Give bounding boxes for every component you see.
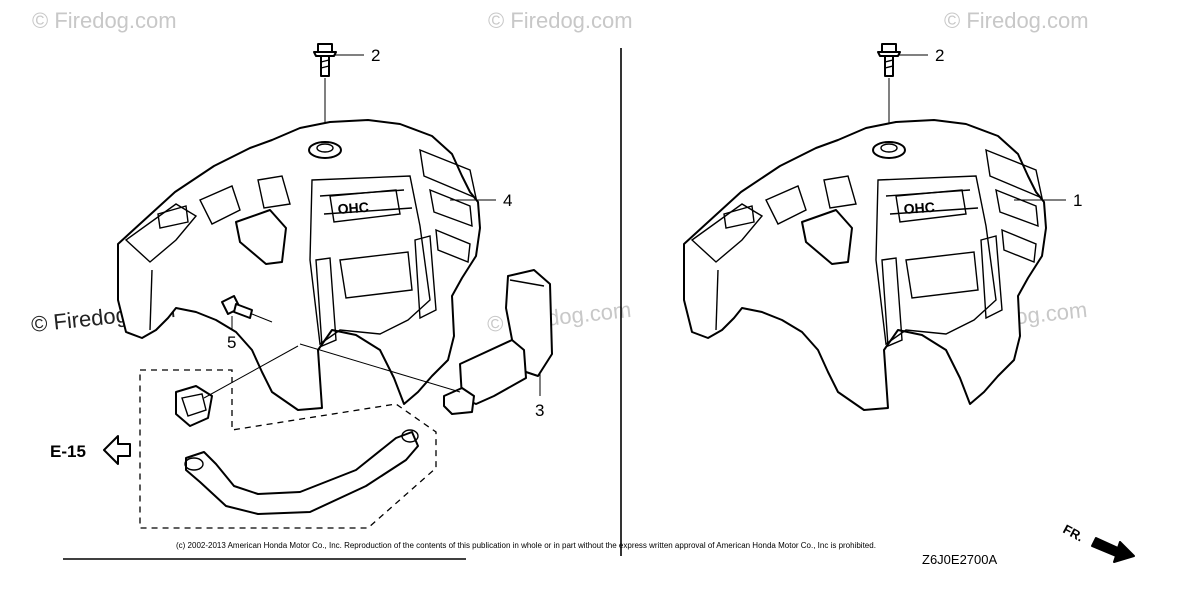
- throttle-cover-part: [443, 269, 553, 415]
- bolt-icon-right: [877, 43, 901, 77]
- small-bolt-icon: [221, 295, 273, 323]
- bolt-icon-left: [313, 43, 337, 77]
- callout-right-bolt: 2: [935, 46, 944, 65]
- callout-right-cover: 1: [1073, 191, 1082, 210]
- svg-text:OHC: OHC: [903, 199, 935, 217]
- callout-left-bolt: 2: [371, 46, 380, 65]
- fuel-hose-assembly: [139, 345, 437, 529]
- recoil-cover-right: [683, 119, 1047, 411]
- copyright-notice: (c) 2002-2013 American Honda Motor Co., …: [176, 541, 876, 550]
- direction-label: FR.: [1061, 521, 1087, 544]
- svg-text:OHC: OHC: [337, 199, 369, 217]
- left-engine-cover-assembly: OHC: [117, 43, 481, 411]
- watermark-top-left: © Firedog.com: [32, 8, 177, 33]
- callout-throttle-cover: 3: [535, 401, 544, 420]
- watermark-top-right: © Firedog.com: [944, 8, 1089, 33]
- watermark-top-center: © Firedog.com: [488, 8, 633, 33]
- diagram-code: Z6J0E2700A: [922, 552, 997, 567]
- callout-small-bolt: 5: [227, 333, 236, 352]
- callout-left-cover: 4: [503, 191, 512, 210]
- reference-label: E-15: [50, 442, 86, 461]
- front-direction-arrow-icon: [1091, 537, 1135, 563]
- recoil-cover-left: [117, 119, 481, 411]
- reference-arrow-icon: [103, 435, 131, 465]
- right-engine-cover-assembly: OHC: [683, 43, 1047, 411]
